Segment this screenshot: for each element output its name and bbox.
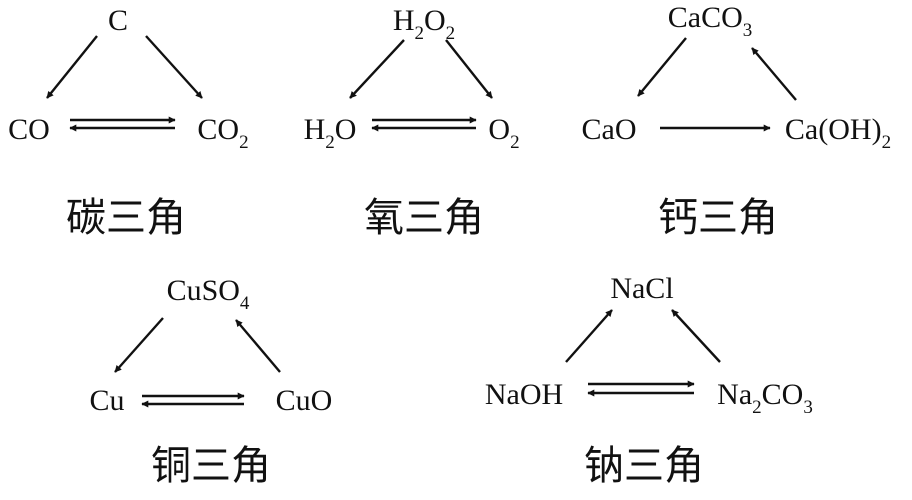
calcium-node-cao: CaO <box>582 113 637 146</box>
copper-caption: 铜三角 <box>151 443 271 489</box>
oxygen-node-h2o: H2O <box>304 113 357 153</box>
carbon-node-c: C <box>108 4 128 37</box>
sodium-arrow-naoh-to-nacl <box>565 309 613 363</box>
carbon-node-co: CO <box>8 113 50 146</box>
carbon-caption: 碳三角 <box>66 195 186 241</box>
calcium-triangle: CaCO3 CaO Ca(OH)2 钙三角 <box>582 1 892 241</box>
copper-node-cuo: CuO <box>276 384 333 417</box>
oxygen-node-o2: O2 <box>488 113 519 153</box>
sodium-node-nacl: NaCl <box>610 272 673 305</box>
calcium-caption: 钙三角 <box>658 195 778 241</box>
copper-node-cu: Cu <box>89 384 124 417</box>
oxygen-arrow-h2o2-to-o2 <box>445 39 493 99</box>
sodium-node-na2co3: Na2CO3 <box>717 378 813 418</box>
sodium-node-naoh: NaOH <box>485 378 563 411</box>
carbon-triangle: C CO CO2 碳三角 <box>8 4 248 241</box>
carbon-node-co2: CO2 <box>197 113 248 153</box>
copper-node-cuso4: CuSO4 <box>167 274 250 314</box>
copper-arrow-cuo-to-cuso4 <box>235 319 281 373</box>
oxygen-node-h2o2: H2O2 <box>393 4 455 44</box>
calcium-node-caoh2: Ca(OH)2 <box>785 113 891 153</box>
calcium-arrow-caoh2-to-caco3 <box>751 47 797 101</box>
carbon-arrow-c-to-co2 <box>145 35 203 99</box>
sodium-arrow-na2co3-to-nacl <box>671 309 721 363</box>
oxygen-caption: 氧三角 <box>364 195 484 241</box>
oxygen-triangle: H2O2 H2O O2 氧三角 <box>304 4 520 241</box>
carbon-arrow-c-to-co <box>46 35 98 99</box>
calcium-arrow-caco3-to-cao <box>637 37 687 97</box>
oxygen-arrow-h2o2-to-h2o <box>349 39 405 99</box>
copper-triangle: CuSO4 Cu CuO 铜三角 <box>89 274 332 489</box>
sodium-triangle: NaCl NaOH Na2CO3 钠三角 <box>485 272 813 489</box>
copper-arrow-cuso4-to-cu <box>114 317 164 373</box>
sodium-caption: 钠三角 <box>584 443 704 489</box>
calcium-node-caco3: CaCO3 <box>668 1 753 41</box>
